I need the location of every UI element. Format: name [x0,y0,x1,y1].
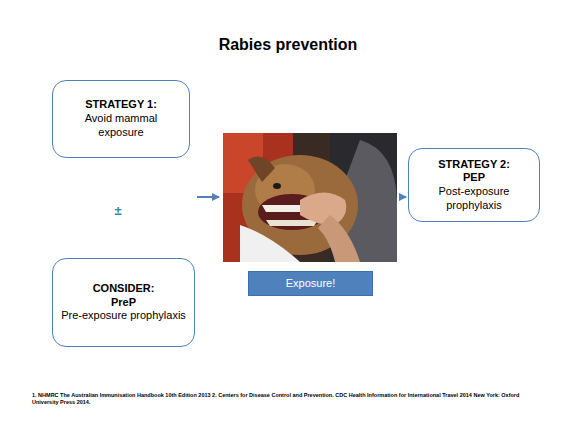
strategy-box: STRATEGY 2:PEPPost-exposure prophylaxis [408,148,540,222]
box-text: Avoid mammal exposure [61,112,181,140]
box-text: Pre-exposure prophylaxis [61,309,186,323]
box-text: Post-exposure prophylaxis [417,185,531,213]
dog-photo [223,133,397,262]
consider-box: CONSIDER:PrePPre-exposure prophylaxis [52,258,195,347]
box-text: PEP [463,171,485,185]
arrow [197,196,219,198]
box-heading: STRATEGY 2: [438,158,510,172]
exposure-badge: Exposure! [248,271,373,296]
diagram-title: Rabies prevention [0,36,576,54]
box-heading: Exposure! [286,277,336,291]
box-heading: STRATEGY 1: [85,98,157,112]
plus-minus-sign: ± [108,203,128,218]
strategy-box: STRATEGY 1:Avoid mammal exposure [52,80,190,158]
box-heading: CONSIDER: [93,282,155,296]
reference-footnote: 1. NHMRC The Australian Immunisation Han… [32,392,532,407]
arrow [400,196,406,198]
box-text: PreP [111,296,136,310]
